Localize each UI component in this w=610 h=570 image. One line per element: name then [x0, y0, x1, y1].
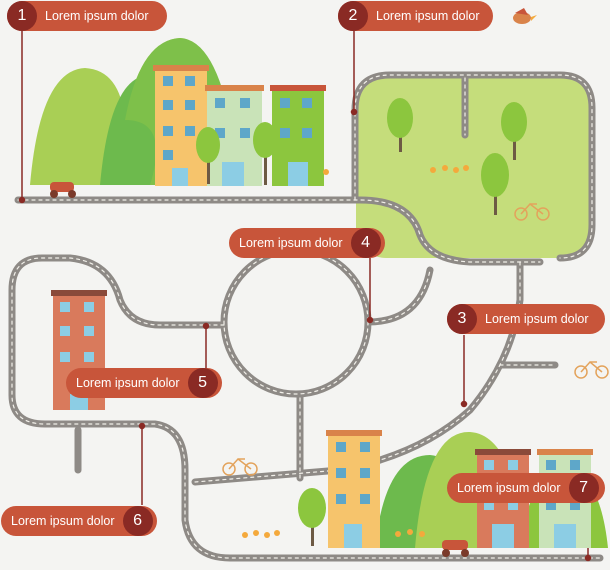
road-network: [8, 71, 604, 562]
tree-icon: [387, 98, 413, 152]
building-icon: [270, 85, 326, 186]
bird-icon: [513, 8, 537, 24]
callout-badge: 2: [338, 1, 368, 31]
callout-label: Lorem ipsum dolor: [485, 312, 589, 326]
building-icon: [326, 430, 382, 548]
building-icon: [153, 65, 209, 186]
tree-icon: [253, 122, 277, 185]
tree-icon: [298, 488, 326, 546]
callout-5: 5 Lorem ipsum dolor: [66, 368, 222, 398]
callout-label: Lorem ipsum dolor: [457, 481, 561, 495]
callout-connectors: [18, 20, 592, 562]
scooter-icon: [50, 182, 469, 557]
park-area: [356, 78, 592, 258]
callout-4: 4 Lorem ipsum dolor: [229, 228, 385, 258]
tree-icon: [196, 127, 220, 184]
callout-3: 3 Lorem ipsum dolor: [447, 304, 605, 334]
callout-badge: 7: [568, 473, 599, 503]
flower-icon: [242, 165, 469, 538]
callout-label: Lorem ipsum dolor: [45, 9, 149, 23]
callout-label: Lorem ipsum dolor: [376, 9, 480, 23]
bicycle-icon: [222, 202, 609, 476]
callout-1: 1 Lorem ipsum dolor: [7, 1, 167, 31]
callout-2: 2 Lorem ipsum dolor: [338, 1, 493, 31]
callout-badge: 5: [187, 368, 218, 398]
callout-badge: 6: [122, 506, 153, 536]
callout-7: 7 Lorem ipsum dolor: [447, 473, 605, 503]
callout-badge: 4: [350, 228, 381, 258]
tree-icon: [481, 153, 509, 215]
callout-label: Lorem ipsum dolor: [239, 236, 343, 250]
callout-6: 6 Lorem ipsum dolor: [1, 506, 157, 536]
callout-badge: 1: [7, 1, 37, 31]
callout-label: Lorem ipsum dolor: [76, 376, 180, 390]
callout-badge: 3: [447, 304, 477, 334]
tree-icon: [501, 102, 527, 160]
callout-label: Lorem ipsum dolor: [11, 514, 115, 528]
